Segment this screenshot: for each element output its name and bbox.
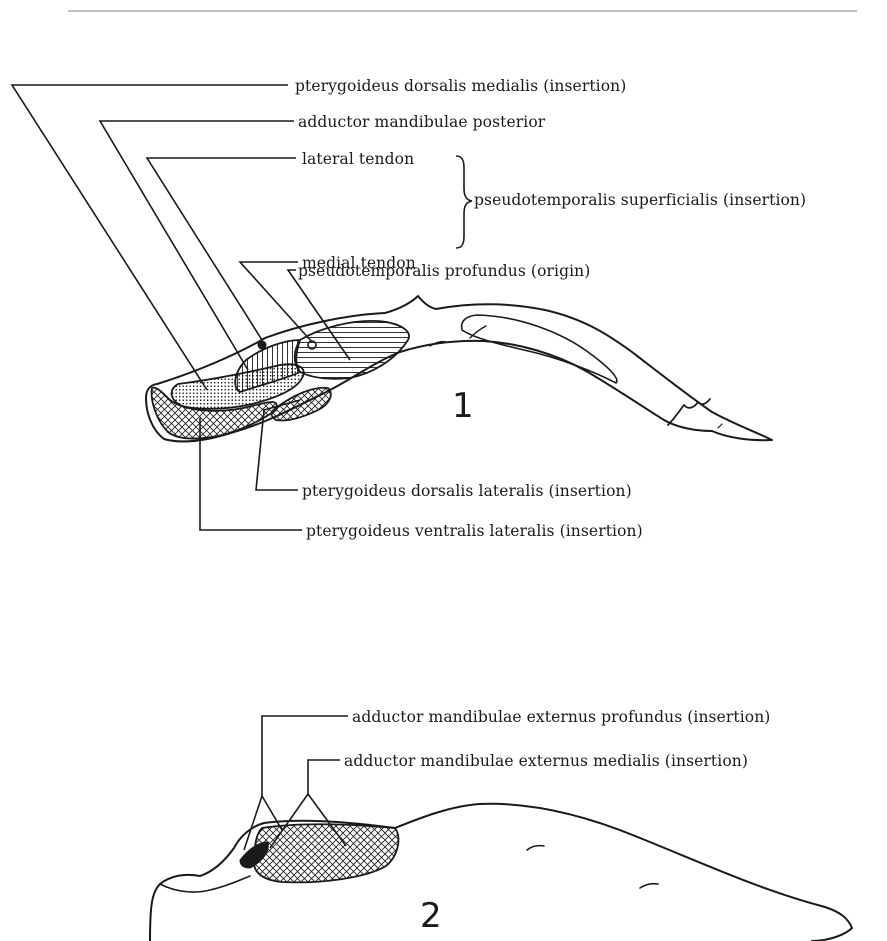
mandible-1-notch-a [470,326,486,338]
mandible-2-outline [150,804,852,941]
mandible-1-symphysis-line [668,399,710,425]
tendon-brace [456,156,472,248]
mandible-2-mark-b [640,884,658,888]
label-lateral-tendon: lateral tendon [302,149,414,169]
leader-adductor-externus-profundus-branch-b [262,796,282,830]
figure-number-1: 1 [452,386,474,426]
mandible-2-inner-ridge [160,876,250,892]
label-pterygoideus-ventralis-lateralis: pterygoideus ventralis lateralis (insert… [306,521,643,541]
mandible-figure-2 [150,804,852,941]
mandible-1-fenestra [462,315,617,383]
mandible-1-tip-mark [718,424,722,428]
label-pterygoideus-dorsalis-lateralis: pterygoideus dorsalis lateralis (inserti… [302,481,632,501]
mandible-2-mark-a [527,846,544,850]
leader-pterygoideus-dorsalis-medialis [12,85,288,390]
label-adductor-externus-profundus: adductor mandibulae externus profundus (… [352,707,770,727]
label-pseudotemporalis-profundus: pseudotemporalis profundus (origin) [298,261,590,281]
leader-adductor-externus-medialis [308,760,340,794]
figure-number-2: 2 [420,896,442,936]
leader-adductor-externus-profundus [262,716,348,796]
pseudotemporalis-profundus-area [295,321,409,379]
label-pterygoideus-dorsalis-medialis: pterygoideus dorsalis medialis (insertio… [295,76,626,96]
leader-lateral-tendon [147,158,296,340]
lateral-tendon-knob [258,341,267,350]
adductor-externus-medialis-area [254,824,399,882]
label-adductor-mandibulae-posterior: adductor mandibulae posterior [298,112,545,132]
label-pseudotemporalis-superficialis: pseudotemporalis superficialis (insertio… [474,190,806,210]
label-adductor-externus-medialis: adductor mandibulae externus medialis (i… [344,751,748,771]
